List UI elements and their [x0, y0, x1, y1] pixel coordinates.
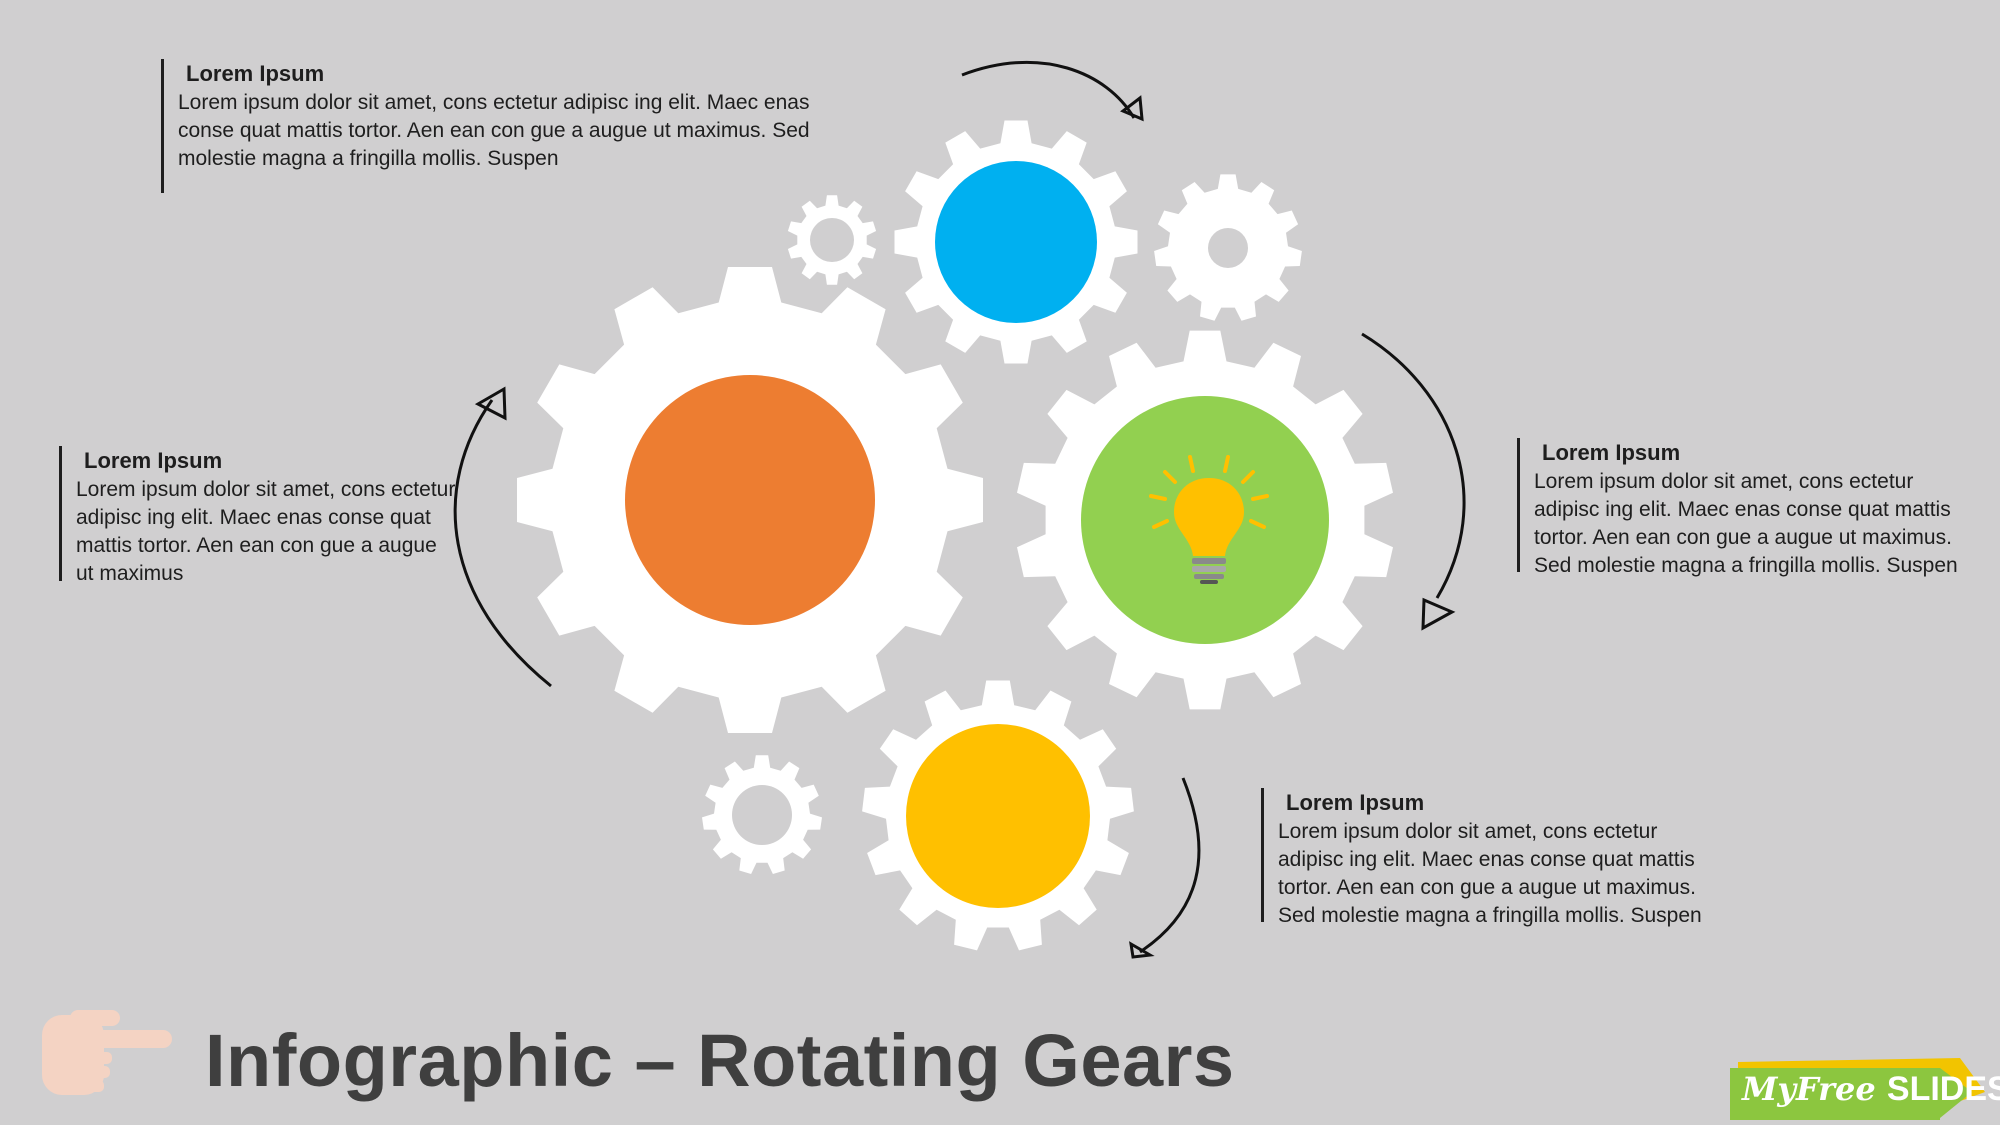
gear-hole [810, 218, 854, 262]
logo-right-word: SLIDES [1886, 1070, 2000, 1108]
logo-icon [1730, 1058, 1985, 1120]
arrowhead-icon [1120, 95, 1144, 122]
text-block-body: Lorem ipsum dolor sit amet, cons ectetur… [76, 478, 456, 585]
orange-gear-center [625, 375, 875, 625]
text-block-body: Lorem ipsum dolor sit amet, cons ectetur… [1278, 820, 1702, 927]
text-block-heading: Lorem Ipsum [84, 448, 223, 473]
yellow-gear-center [906, 724, 1090, 908]
arrowhead-icon [1421, 597, 1456, 631]
lightbulb-icon [1149, 455, 1269, 584]
arrowhead-icon [474, 386, 507, 421]
slide-title: Infographic – Rotating Gears [205, 1019, 1235, 1102]
text-block-heading: Lorem Ipsum [1286, 790, 1425, 815]
text-block-body: Lorem ipsum dolor sit amet, cons ectetur… [1534, 470, 1958, 577]
hand-pointer-icon [42, 1010, 172, 1095]
curved-arrow-icon [1139, 777, 1201, 954]
text-block-bottom-right: Lorem Ipsum Lorem ipsum dolor sit amet, … [1261, 788, 1721, 927]
logo-left-word: MyFree [1742, 1070, 1876, 1108]
text-block-heading: Lorem Ipsum [1542, 440, 1681, 465]
arrowhead-icon [1129, 941, 1155, 959]
logo: MyFree SLIDES [1742, 1070, 2000, 1118]
curved-arrow-icon [961, 60, 1136, 119]
text-block-body: Lorem ipsum dolor sit amet, cons ectetur… [178, 91, 810, 170]
gear-hole [1208, 228, 1248, 268]
curved-arrow-icon [1361, 332, 1466, 599]
blue-gear-center [935, 161, 1097, 323]
gear-hole [732, 785, 792, 845]
text-block-heading: Lorem Ipsum [186, 61, 325, 86]
curved-arrow-icon [453, 399, 552, 688]
text-block-top-left: Lorem Ipsum Lorem ipsum dolor sit amet, … [161, 59, 821, 193]
text-block-right: Lorem Ipsum Lorem ipsum dolor sit amet, … [1517, 438, 1977, 577]
text-block-left: Lorem Ipsum Lorem ipsum dolor sit amet, … [59, 446, 459, 585]
